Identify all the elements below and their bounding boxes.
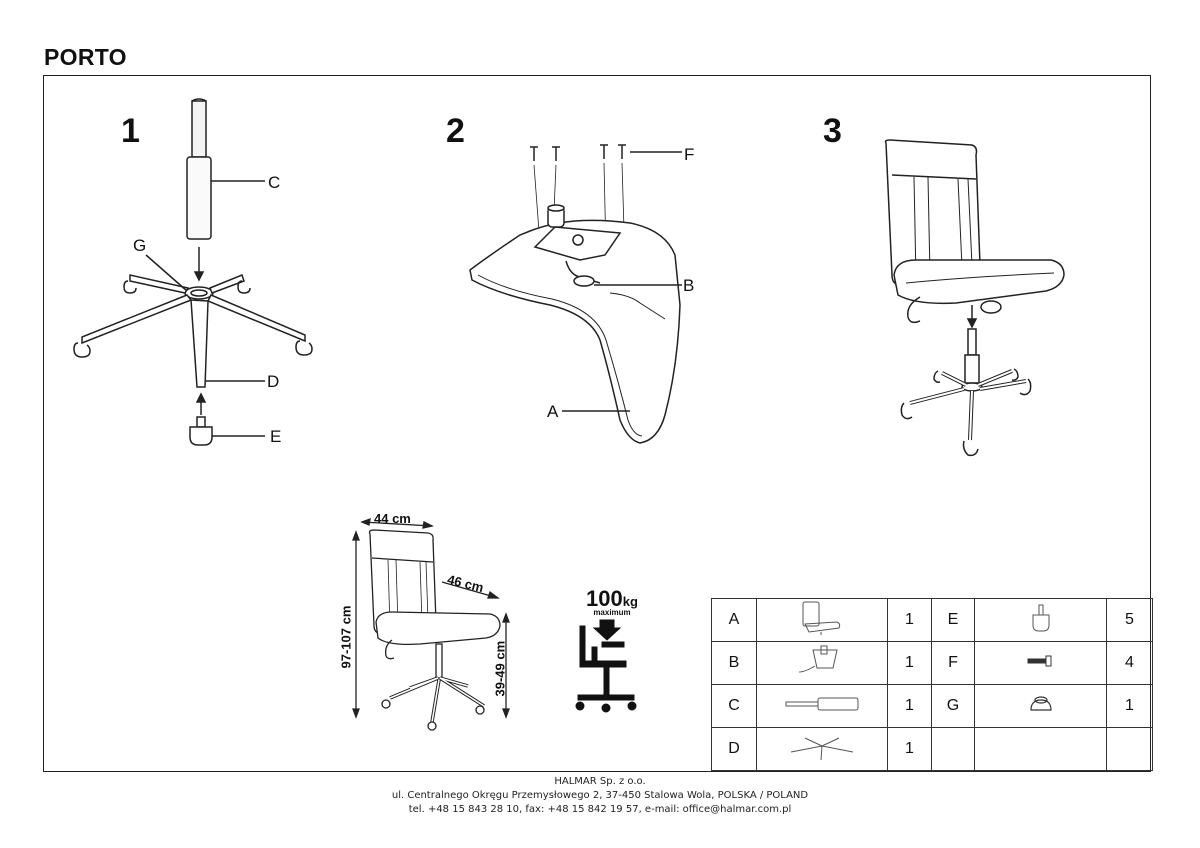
- instruction-frame: [43, 75, 1151, 772]
- empty-cell: [974, 727, 1107, 771]
- part-qty: 1: [887, 641, 932, 685]
- callout-g: G: [133, 236, 147, 255]
- max-load-badge: 100kg maximum: [572, 586, 652, 617]
- part-qty: [1106, 727, 1153, 771]
- part-qty: 1: [887, 727, 932, 771]
- part-letter: G: [931, 684, 975, 728]
- max-load-value: 100: [586, 586, 623, 611]
- part-letter: E: [931, 598, 975, 642]
- base-cover-icon: [974, 684, 1107, 728]
- star-base-icon: [756, 727, 888, 771]
- step-2-number: 2: [446, 112, 465, 150]
- step-3-drawing: [884, 139, 1065, 457]
- footer-contact: tel. +48 15 843 28 10, fax: +48 15 842 1…: [408, 804, 792, 815]
- part-qty: 5: [1106, 598, 1153, 642]
- dimensions-drawing: [352, 517, 510, 731]
- page-title: PORTO: [44, 44, 127, 70]
- callout-a: A: [547, 402, 559, 421]
- callout-b: B: [683, 276, 695, 295]
- chair-icon: [756, 598, 888, 642]
- table-row: D 1: [711, 727, 1153, 771]
- max-load-label: maximum: [593, 608, 631, 617]
- footer-company: HALMAR Sp. z o.o.: [554, 776, 646, 787]
- parts-table: A 1 E 5 B 1 F 4 C 1 G 1 D: [711, 598, 1153, 771]
- part-letter: B: [711, 641, 757, 685]
- dimension-seat-height: 39-49 cm: [492, 640, 508, 697]
- footer-address: ul. Centralnego Okręgu Przemysłowego 2, …: [391, 790, 809, 801]
- step-2-drawing: [469, 144, 682, 444]
- max-load-icon: [575, 619, 637, 713]
- caster-icon: [974, 598, 1107, 642]
- part-qty: 1: [887, 684, 932, 728]
- dimension-height: 97-107 cm: [338, 605, 354, 669]
- callout-e: E: [270, 427, 282, 446]
- callout-c: C: [268, 173, 281, 192]
- max-load-unit: kg: [622, 594, 638, 609]
- step-1-number: 1: [121, 112, 140, 150]
- part-letter: C: [711, 684, 757, 728]
- part-letter: A: [711, 598, 757, 642]
- dimension-width: 44 cm: [374, 511, 411, 526]
- part-letter: F: [931, 641, 975, 685]
- table-row: C 1 G 1: [711, 684, 1153, 728]
- screw-icon: [974, 641, 1107, 685]
- step-3-number: 3: [823, 112, 842, 150]
- part-qty: 4: [1106, 641, 1153, 685]
- step-1-drawing: [73, 98, 313, 446]
- mechanism-icon: [756, 641, 888, 685]
- callout-d: D: [267, 372, 280, 391]
- footer: HALMAR Sp. z o.o. ul. Centralnego Okręgu…: [0, 775, 1200, 817]
- callout-f: F: [684, 145, 695, 164]
- gas-lift-icon: [756, 684, 888, 728]
- part-letter: [931, 727, 975, 771]
- table-row: B 1 F 4: [711, 641, 1153, 685]
- part-letter: D: [711, 727, 757, 771]
- part-qty: 1: [1106, 684, 1153, 728]
- part-qty: 1: [887, 598, 932, 642]
- table-row: A 1 E 5: [711, 598, 1153, 642]
